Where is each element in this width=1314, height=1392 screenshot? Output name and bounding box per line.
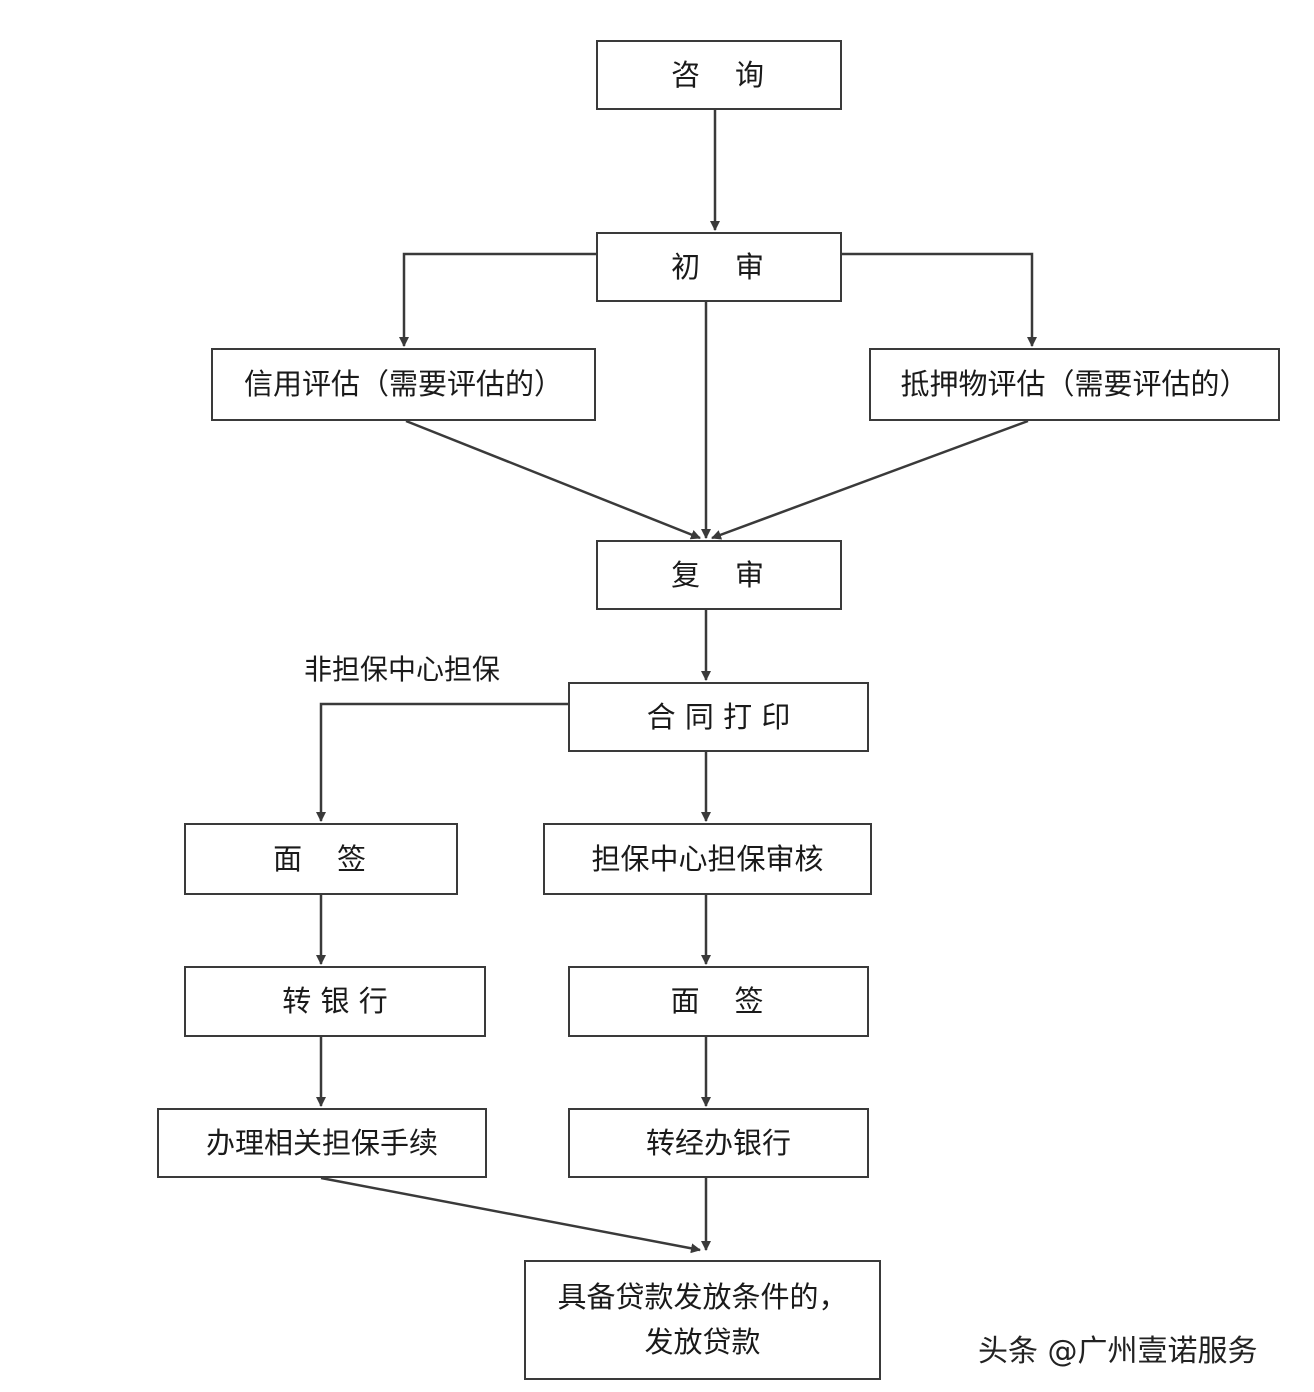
node-disburse-loan: 具备贷款发放条件的， 发放贷款 (524, 1260, 881, 1380)
node-credit-evaluation: 信用评估（需要评估的） (211, 348, 596, 421)
node-to-handling-bank: 转经办银行 (568, 1108, 869, 1178)
edge-credit-to-second (405, 419, 701, 540)
disburse-line-2: 发放贷款 (644, 1325, 761, 1359)
node-sign-right: 面 签 (568, 966, 869, 1037)
node-initial-review: 初 审 (596, 232, 842, 302)
node-guarantee-review: 担保中心担保审核 (543, 823, 872, 895)
disburse-line-1: 具备贷款发放条件的， (557, 1280, 848, 1315)
watermark: 头条 @广州壹诺服务 (978, 1334, 1258, 1369)
node-guarantee-procedures: 办理相关担保手续 (157, 1108, 487, 1178)
edge-contract-to-sign-left (316, 702, 568, 822)
node-to-bank: 转 银 行 (184, 966, 486, 1037)
node-consult: 咨 询 (596, 40, 842, 110)
node-collateral-evaluation: 抵押物评估（需要评估的） (869, 348, 1280, 421)
edge-label-non-guarantee: 非担保中心担保 (304, 653, 501, 686)
node-second-review: 复 审 (596, 540, 842, 610)
edge-initial-to-collateral (842, 252, 1037, 347)
node-sign-left: 面 签 (184, 823, 458, 895)
edge-procedures-to-disburse (320, 1176, 701, 1254)
edge-initial-to-credit (399, 252, 596, 347)
edge-collateral-to-second (711, 419, 1029, 540)
node-contract-print: 合 同 打 印 (568, 682, 869, 752)
